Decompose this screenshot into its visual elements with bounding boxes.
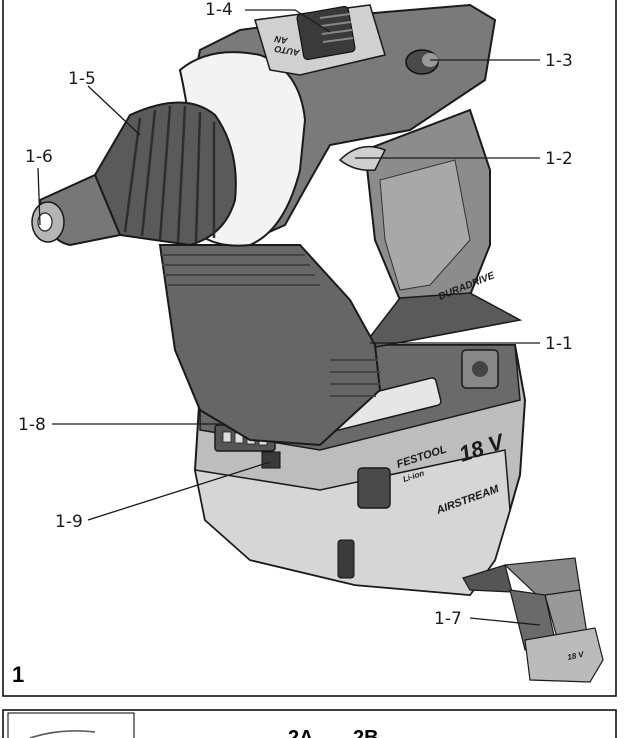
- bit-holder-bore: [37, 212, 53, 232]
- mode-label-an: AN: [273, 34, 289, 46]
- figure-2-frame: [2, 709, 617, 738]
- belt-clip-knob: [472, 361, 488, 377]
- screwdriver-illustration: AUTO AN DURADRIVE FESTOOL Li-ion 18 V AI…: [31, 3, 527, 597]
- battery-release-button: [357, 467, 391, 509]
- thumb-voltage: 18 V: [567, 650, 586, 662]
- callout-1-2: 1-2: [545, 149, 573, 169]
- figure-2-thumbnail-sketch: [29, 730, 96, 738]
- handle-grip-insert: [379, 159, 471, 291]
- figure-1-frame: [2, 0, 617, 697]
- motor-housing: [158, 244, 382, 447]
- thumbnail-illustration: 18 V: [462, 557, 604, 683]
- leader-1-4: [245, 9, 331, 33]
- mode-label-auto: AUTO: [274, 44, 302, 58]
- callout-1-9: 1-9: [55, 512, 83, 532]
- callout-1-6: 1-6: [25, 147, 53, 167]
- leader-lines: [37, 9, 541, 626]
- callout-1-8: 1-8: [18, 415, 46, 435]
- figure-2-thumbnail-frame: [7, 712, 135, 738]
- callout-1-3: 1-3: [545, 51, 573, 71]
- motor-vent-ribs: [160, 254, 380, 397]
- mode-switch-ridges: [319, 13, 354, 43]
- leader-1-6: [37, 167, 41, 226]
- capacity-button: [261, 451, 281, 469]
- leader-1-9: [87, 461, 271, 521]
- leader-1-5: [87, 85, 141, 136]
- callout-1-4: 1-4: [205, 0, 233, 20]
- handle-band: [358, 292, 523, 352]
- next-figure-label-a: 2A: [288, 727, 314, 738]
- battery-latch: [337, 539, 355, 579]
- next-figure-label-b: 2B: [353, 727, 379, 738]
- callout-1-5: 1-5: [68, 69, 96, 89]
- depth-stop-ribs: [123, 105, 216, 243]
- callout-1-7: 1-7: [434, 609, 462, 629]
- callout-1-1: 1-1: [545, 334, 573, 354]
- thumb-battery: [524, 627, 604, 683]
- figure-number: 1: [12, 662, 24, 687]
- leader-1-7: [469, 617, 541, 626]
